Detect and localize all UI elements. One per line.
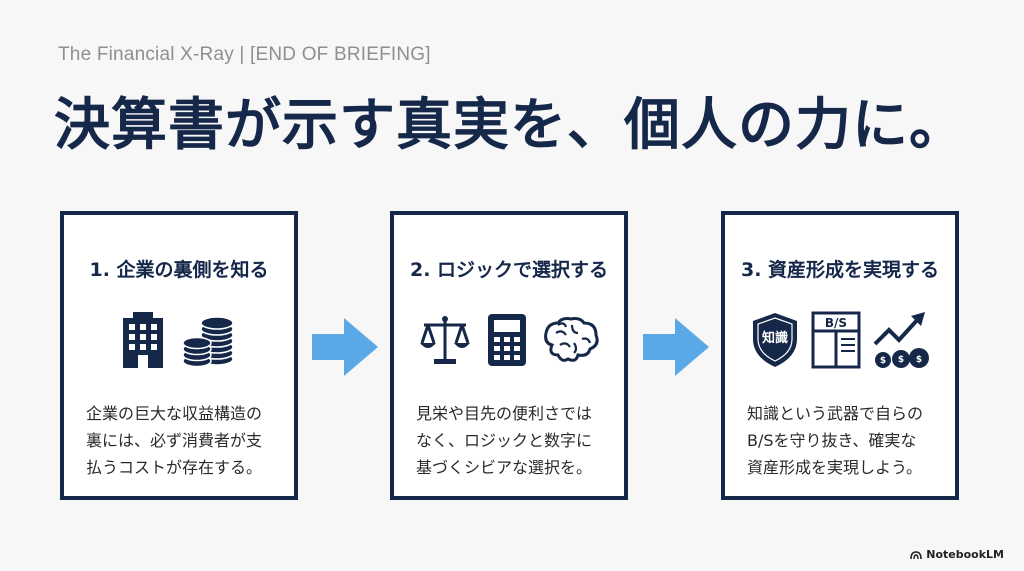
scales-icon (420, 316, 470, 364)
arrow-right-icon (643, 318, 709, 376)
description-line: 知識という武器で自らの (747, 404, 924, 423)
description-line: 裏には、必ず消費者が支 (86, 431, 263, 450)
notebooklm-logo-icon (910, 550, 923, 559)
balance-sheet-icon: B/S (811, 311, 861, 369)
arrow-right-icon (312, 318, 378, 376)
step-card-3: 3. 資産形成を実現する 知識 B/S $$$ 知識とい (721, 211, 959, 500)
step-title: 3. 資産形成を実現する (740, 259, 940, 281)
footer-brand: NotebookLM (910, 548, 1004, 561)
knowledge-shield-icon: 知識 (753, 313, 797, 367)
svg-text:$: $ (916, 355, 922, 365)
step-card-2: 2. ロジックで選択する (390, 211, 628, 500)
step-card-1: 1. 企業の裏側を知る (60, 211, 298, 500)
brain-icon (544, 317, 599, 362)
description-line: 基づくシビアな選択を。 (416, 458, 593, 477)
bs-label: B/S (825, 316, 847, 330)
step-description: 企業の巨大な収益構造の 裏には、必ず消費者が支 払うコストが存在する。 (86, 400, 276, 481)
description-line: 企業の巨大な収益構造の (86, 404, 263, 423)
brand-label: NotebookLM (926, 548, 1004, 561)
description-line: B/Sを守り抜き、確実な (747, 431, 917, 450)
page-title: 決算書が示す真実を、個人の力に。 (54, 93, 966, 158)
step-icons (394, 309, 624, 371)
money-growth-icon: $ $ $ (873, 312, 929, 368)
building-icon (123, 312, 163, 368)
coins-icon (182, 316, 234, 368)
step-title: 1. 企業の裏側を知る (89, 259, 269, 281)
subtitle: The Financial X-Ray | [END OF BRIEFING] (58, 44, 431, 65)
svg-text:$: $ (898, 355, 904, 365)
description-line: 資産形成を実現しよう。 (747, 458, 923, 477)
step-title: 2. ロジックで選択する (409, 259, 609, 281)
description-line: なく、ロジックと数字に (416, 431, 593, 450)
calculator-icon (488, 314, 526, 366)
description-line: 払うコストが存在する。 (86, 458, 263, 477)
shield-label: 知識 (762, 330, 788, 346)
svg-text:$: $ (880, 356, 886, 366)
step-icons: 知識 B/S $ $ $ (725, 309, 955, 371)
step-icons (64, 309, 294, 371)
step-description: 知識という武器で自らの B/Sを守り抜き、確実な 資産形成を実現しよう。 (747, 400, 937, 481)
description-line: 見栄や目先の便利さでは (416, 404, 593, 423)
step-description: 見栄や目先の便利さでは なく、ロジックと数字に 基づくシビアな選択を。 (416, 400, 606, 481)
